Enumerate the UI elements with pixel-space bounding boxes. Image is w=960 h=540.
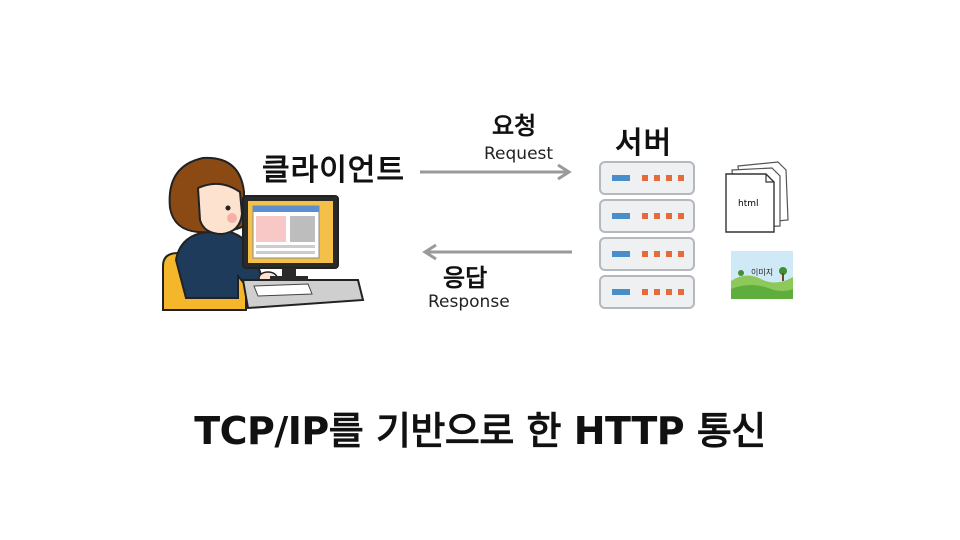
request-arrow [420,163,572,181]
response-label-ko: 응답 [443,264,488,292]
server-unit [599,237,695,271]
image-thumbnail-icon: 이미지 [731,251,793,299]
server-unit [599,161,695,195]
image-label: 이미지 [751,267,773,277]
html-document-icon: html [725,161,789,233]
diagram-title: TCP/IP를 기반으로 한 HTTP 통신 [194,409,766,453]
server-unit [599,275,695,309]
server-label: 서버 [615,126,673,161]
client-label: 클라이언트 [262,153,405,188]
response-arrow [422,243,572,261]
html-label: html [738,199,759,209]
keyboard [253,283,313,297]
request-label-en: Request [484,144,554,164]
person-face [196,182,244,236]
server-unit [599,199,695,233]
response-label-en: Response [428,292,510,312]
client-illustration [162,156,365,311]
request-label-ko: 요청 [492,112,537,140]
server-rack [599,161,695,309]
